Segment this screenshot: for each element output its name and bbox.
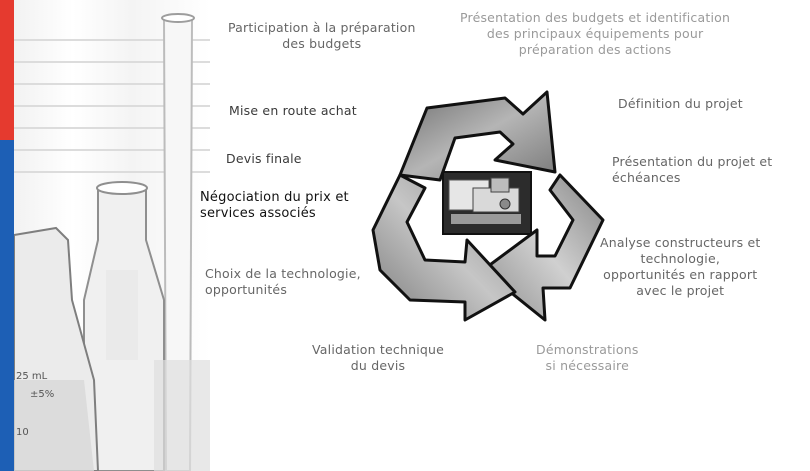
step-demonstrations-line1: Démonstrations bbox=[536, 342, 639, 358]
step-devis-finale-line1: Devis finale bbox=[226, 151, 302, 167]
beaker-scale-mark: 10 bbox=[16, 427, 29, 438]
step-choix: Choix de la technologie, opportunités bbox=[205, 266, 361, 298]
step-presentation-budgets-line1: Présentation des budgets et identificati… bbox=[460, 10, 730, 26]
lab-glassware-photo: 25 mL ±5% 10 bbox=[14, 0, 210, 471]
step-analyse-line4: avec le projet bbox=[600, 283, 761, 299]
step-definition: Définition du projet bbox=[618, 96, 743, 112]
step-demonstrations: Démonstrations si nécessaire bbox=[536, 342, 639, 374]
step-validation-line2: du devis bbox=[312, 358, 444, 374]
step-negociation-line2: services associés bbox=[200, 206, 349, 222]
step-choix-line1: Choix de la technologie, bbox=[205, 266, 361, 282]
step-presentation-budgets-line3: préparation des actions bbox=[460, 42, 730, 58]
step-presentation-projet: Présentation du projet et échéances bbox=[612, 154, 772, 186]
step-participation-line2: des budgets bbox=[228, 36, 416, 52]
step-analyse: Analyse constructeurs et technologie, op… bbox=[600, 235, 761, 299]
accent-stripe-bottom bbox=[0, 140, 14, 471]
step-mise-en-route-line1: Mise en route achat bbox=[229, 103, 357, 119]
accent-stripe-top bbox=[0, 0, 14, 140]
step-presentation-projet-line1: Présentation du projet et bbox=[612, 154, 772, 170]
step-devis-finale: Devis finale bbox=[226, 151, 302, 167]
laboratory-instrument-icon bbox=[443, 172, 531, 234]
step-validation: Validation technique du devis bbox=[312, 342, 444, 374]
step-choix-line2: opportunités bbox=[205, 282, 361, 298]
step-analyse-line1: Analyse constructeurs et bbox=[600, 235, 761, 251]
step-participation-line1: Participation à la préparation bbox=[228, 20, 416, 36]
step-analyse-line3: opportunités en rapport bbox=[600, 267, 761, 283]
step-negociation-line1: Négociation du prix et bbox=[200, 190, 349, 206]
step-presentation-budgets: Présentation des budgets et identificati… bbox=[460, 10, 730, 58]
step-negociation: Négociation du prix et services associés bbox=[200, 190, 349, 222]
beaker-volume-mark: 25 mL bbox=[16, 371, 47, 382]
step-definition-line1: Définition du projet bbox=[618, 96, 743, 112]
step-presentation-budgets-line2: des principaux équipements pour bbox=[460, 26, 730, 42]
step-presentation-projet-line2: échéances bbox=[612, 170, 772, 186]
beaker-tolerance-mark: ±5% bbox=[30, 389, 54, 400]
step-validation-line1: Validation technique bbox=[312, 342, 444, 358]
step-participation: Participation à la préparation des budge… bbox=[228, 20, 416, 52]
step-mise-en-route: Mise en route achat bbox=[229, 103, 357, 119]
recycle-arrows-icon bbox=[355, 80, 605, 325]
step-demonstrations-line2: si nécessaire bbox=[536, 358, 639, 374]
step-analyse-line2: technologie, bbox=[600, 251, 761, 267]
